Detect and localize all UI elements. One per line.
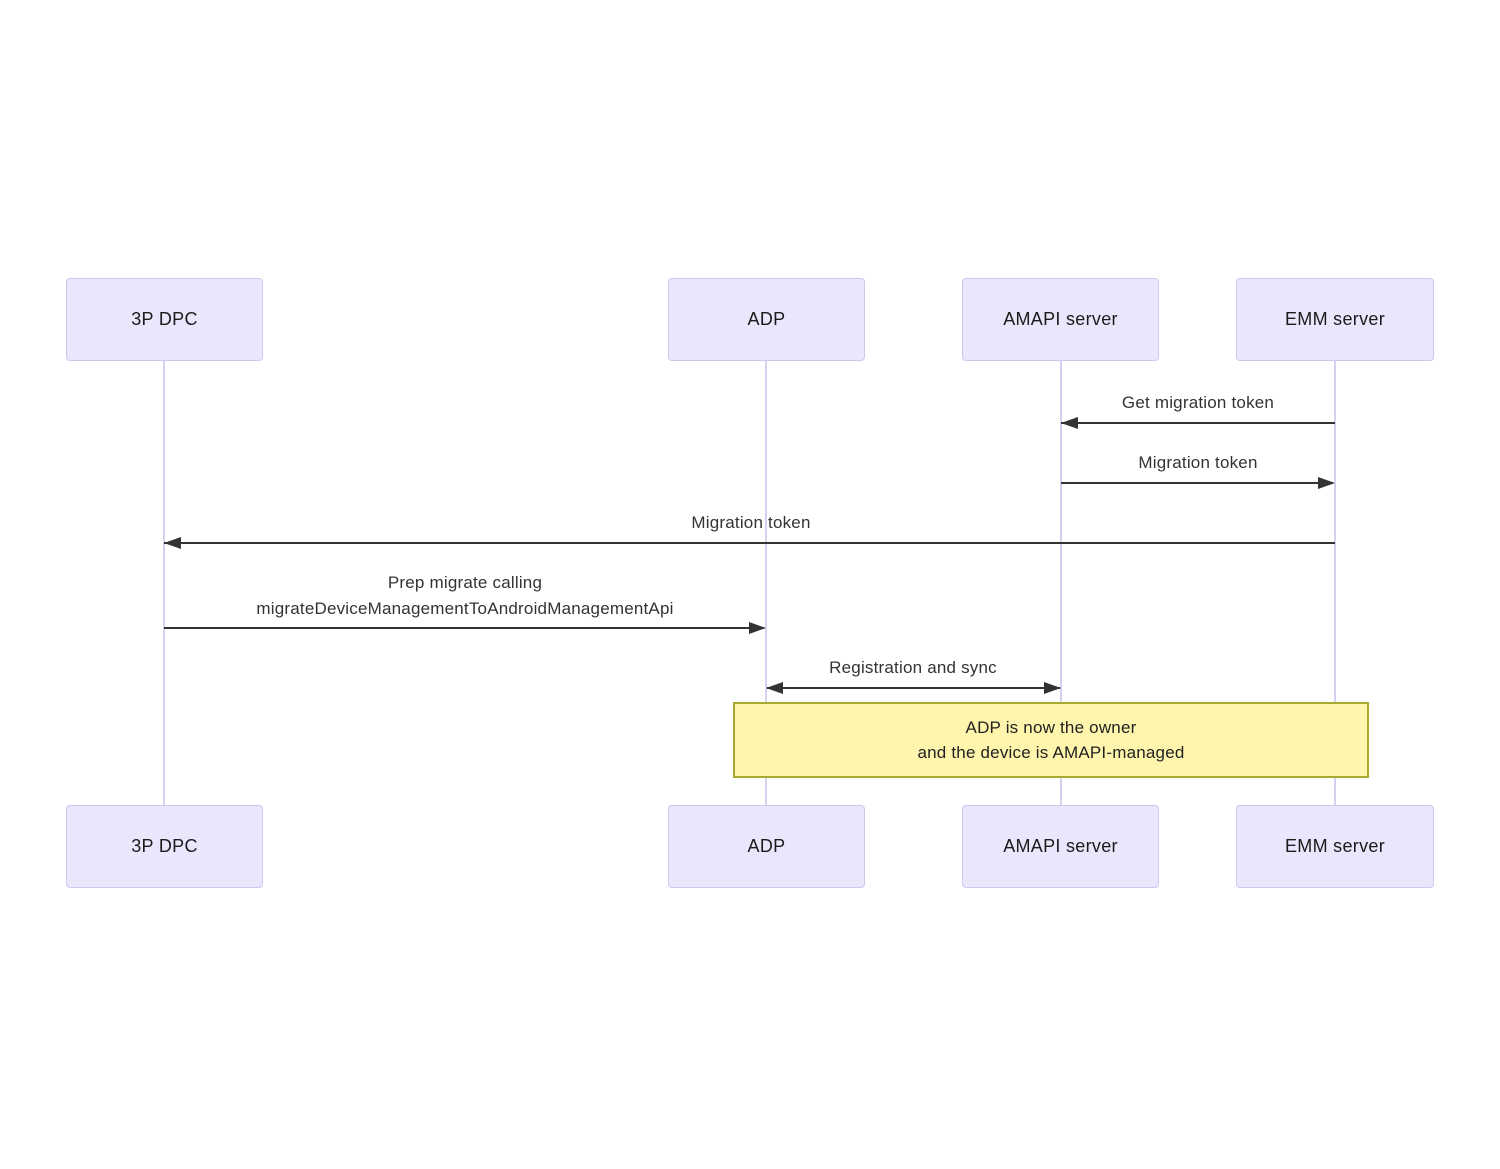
actor-emm-server-top: EMM server — [1236, 278, 1434, 361]
message-label: Prep migrate calling migrateDeviceManage… — [256, 570, 673, 622]
arrowhead-right-icon — [1318, 477, 1335, 489]
arrowhead-left-icon — [164, 537, 181, 549]
lifeline-3p-dpc — [163, 361, 165, 805]
lifeline-amapi-server — [1060, 361, 1062, 805]
note-line1: ADP is now the owner — [965, 718, 1137, 737]
lifeline-adp — [765, 361, 767, 805]
actor-adp-bottom: ADP — [668, 805, 865, 888]
message-line — [164, 627, 764, 629]
actor-amapi-server-top: AMAPI server — [962, 278, 1159, 361]
actor-label: 3P DPC — [131, 309, 198, 329]
actor-adp-top: ADP — [668, 278, 865, 361]
message-line — [767, 687, 1060, 689]
lifeline-emm-server — [1334, 361, 1336, 805]
actor-label: EMM server — [1284, 836, 1385, 856]
actor-label: ADP — [747, 309, 786, 329]
message-line — [1061, 482, 1333, 484]
arrowhead-left-icon — [766, 682, 783, 694]
arrowhead-left-icon — [1061, 417, 1078, 429]
actor-label: AMAPI server — [1003, 836, 1118, 856]
actor-emm-server-bottom: EMM server — [1236, 805, 1434, 888]
actor-label: AMAPI server — [1003, 309, 1118, 329]
message-label: Migration token — [691, 513, 811, 532]
arrowhead-right-icon — [749, 622, 766, 634]
message-line — [164, 542, 1335, 544]
actor-label: ADP — [747, 836, 786, 856]
arrowhead-right-icon — [1044, 682, 1061, 694]
actor-3p-dpc-bottom: 3P DPC — [66, 805, 263, 888]
message-label: Get migration token — [1121, 393, 1275, 412]
message-label: Migration token — [1138, 453, 1258, 472]
actor-3p-dpc-top: 3P DPC — [66, 278, 263, 361]
actor-label: EMM server — [1284, 309, 1385, 329]
message-label: Registration and sync — [829, 658, 997, 677]
note-box: ADP is now the owner and the device is A… — [733, 702, 1369, 778]
actor-amapi-server-bottom: AMAPI server — [962, 805, 1159, 888]
message-label-line2: migrateDeviceManagementToAndroidManageme… — [256, 599, 674, 618]
message-line — [1061, 422, 1335, 424]
note-line2: and the device is AMAPI-managed — [917, 743, 1185, 762]
actor-label: 3P DPC — [131, 836, 198, 856]
message-label-line1: Prep migrate calling — [387, 573, 543, 592]
